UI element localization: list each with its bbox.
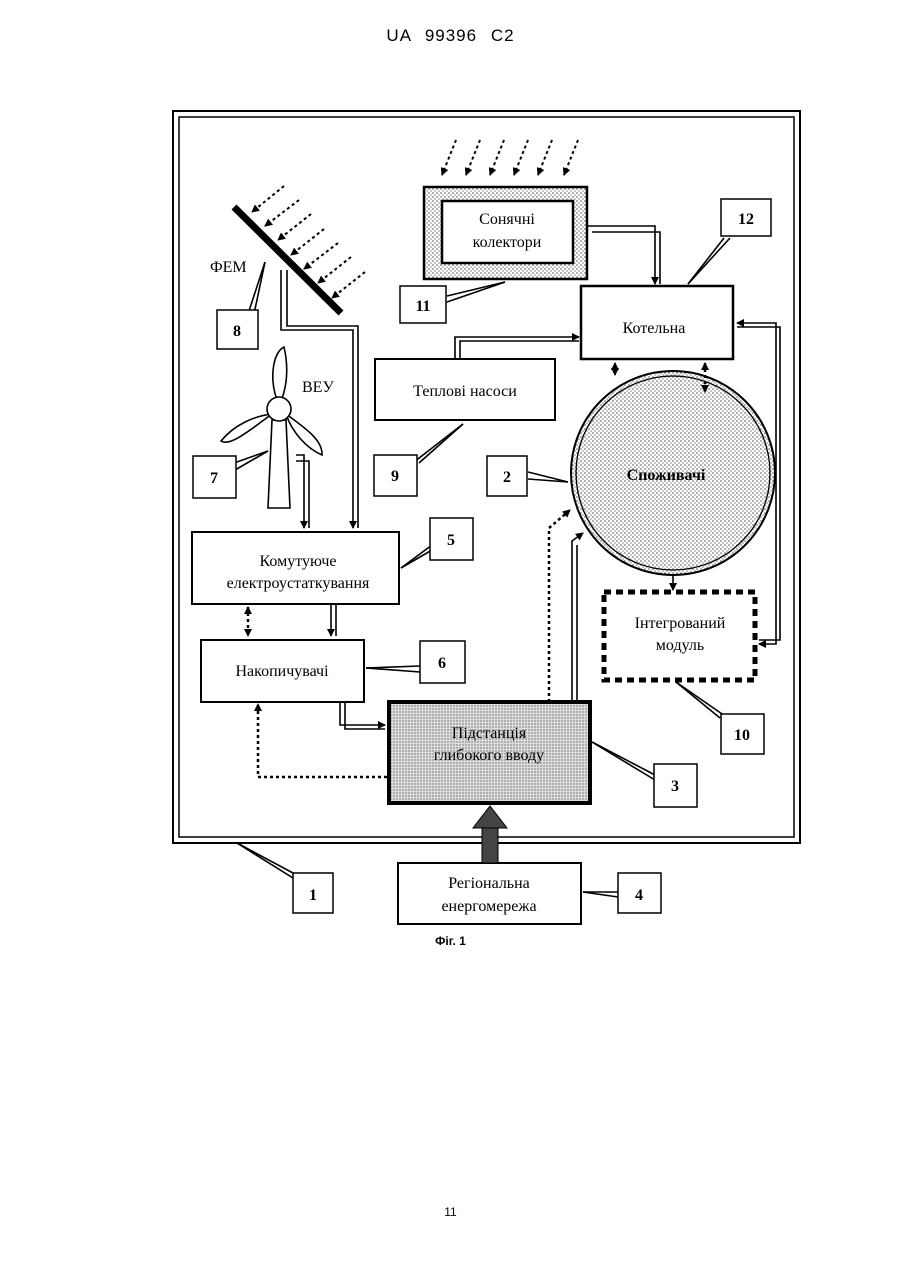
switching-equipment-block: Комутуюче електроустаткування <box>192 532 399 604</box>
integrated-module-block: Інтегрований модуль <box>604 592 755 680</box>
solar-collectors-label-1: Сонячні <box>479 211 535 228</box>
substation-label-2: глибокого вводу <box>434 747 544 764</box>
boiler-block: Котельна <box>581 286 733 359</box>
svg-text:8: 8 <box>233 323 241 340</box>
regional-grid-label-2: енергомережа <box>441 898 536 915</box>
svg-text:2: 2 <box>503 469 511 486</box>
switching-label-2: електроустаткування <box>227 575 370 592</box>
consumers-block: Споживачі <box>571 371 775 575</box>
svg-text:3: 3 <box>671 778 679 795</box>
switching-label-1: Комутуюче <box>260 553 337 570</box>
svg-text:11: 11 <box>415 298 430 315</box>
consumers-label: Споживачі <box>627 467 706 484</box>
regional-grid-block: Регіональна енергомережа <box>398 863 581 924</box>
accumulators-block: Накопичувачі <box>201 640 364 702</box>
svg-text:9: 9 <box>391 468 399 485</box>
wind-label: ВЕУ <box>302 379 334 396</box>
svg-text:1: 1 <box>309 887 317 904</box>
pv-label: ФЕМ <box>210 259 247 276</box>
regional-grid-label-1: Регіональна <box>448 875 530 892</box>
svg-text:7: 7 <box>210 470 218 487</box>
integrated-module-label-2: модуль <box>656 637 704 654</box>
heat-pumps-block: Теплові насоси <box>375 359 555 420</box>
substation-label-1: Підстанція <box>452 725 527 742</box>
accumulators-label: Накопичувачі <box>235 663 329 680</box>
svg-text:12: 12 <box>738 211 754 228</box>
boiler-label: Котельна <box>623 320 686 337</box>
solar-collectors-label-2: колектори <box>473 234 542 251</box>
wind-turbine: ВЕУ <box>221 347 334 508</box>
svg-text:6: 6 <box>438 655 446 672</box>
svg-text:10: 10 <box>734 727 750 744</box>
svg-text:4: 4 <box>635 887 643 904</box>
figure-caption: Фіг. 1 <box>0 934 901 948</box>
heat-pumps-label: Теплові насоси <box>413 383 517 400</box>
solar-rays <box>442 140 578 175</box>
integrated-module-label-1: Інтегрований <box>635 615 726 632</box>
svg-text:5: 5 <box>447 532 455 549</box>
solar-collectors-block: Сонячні колектори <box>424 187 587 279</box>
page-number: 11 <box>0 1205 901 1219</box>
substation-block: Підстанція глибокого вводу <box>389 702 590 803</box>
grid-feed-arrow <box>473 806 507 863</box>
